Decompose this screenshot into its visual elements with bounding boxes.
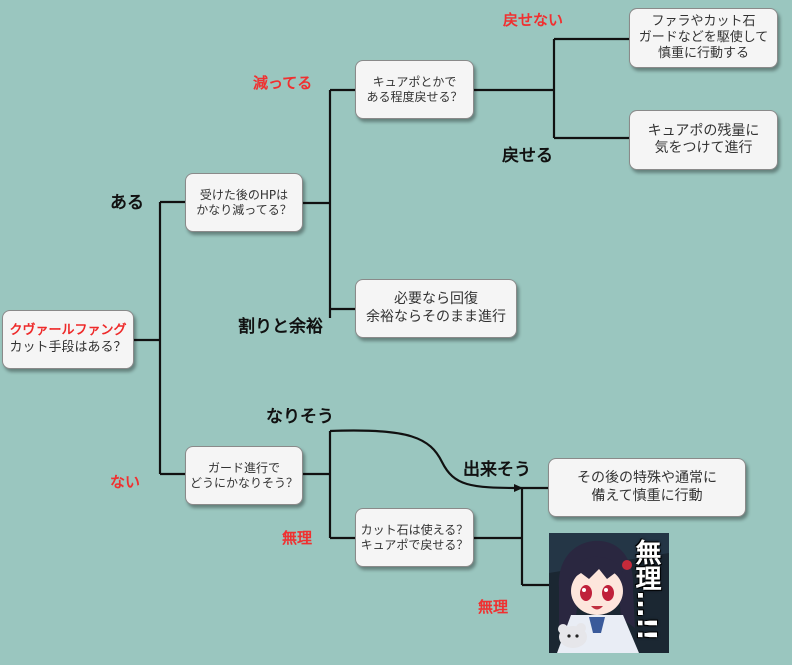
root-question-title: クヴァールファング <box>9 323 127 339</box>
label-nai: ない <box>110 473 141 491</box>
label-modoseru: 戻せる <box>502 146 553 166</box>
cut-stone-question-line1: カット石は使える？ <box>360 522 469 537</box>
cure-question-line2: ある程度戻せる？ <box>366 89 463 104</box>
guard-question-line1: ガード進行で <box>207 460 280 475</box>
cut-stone-question-node: カット石は使える？ キュアポで戻せる？ <box>355 508 474 567</box>
hp-question-line2: かなり減ってる？ <box>196 202 292 217</box>
label-modosenai: 戻せない <box>503 11 564 29</box>
character-drawing <box>549 533 669 653</box>
farah-action-line2: ガードなどを駆使して <box>638 29 769 45</box>
recover-action-node: 必要なら回復 余裕ならそのまま進行 <box>355 279 517 338</box>
character-illustration: 無理…!! <box>549 533 669 653</box>
root-question-text: カット手段はある？ <box>9 339 127 355</box>
hp-question-node: 受けた後のHPは かなり減ってる？ <box>185 173 303 232</box>
label-muri-cut-stone: 無理 <box>478 598 509 616</box>
farah-action-line1: ファラやカット石 <box>651 13 756 29</box>
cure-remain-action-node: キュアポの残量に 気をつけて進行 <box>629 110 778 170</box>
label-aru: ある <box>110 193 144 213</box>
guard-question-node: ガード進行で どうにかなりそう？ <box>185 446 303 505</box>
guard-question-line2: どうにかなりそう？ <box>189 475 298 490</box>
cure-question-node: キュアポとかで ある程度戻せる？ <box>355 60 474 119</box>
label-warito-yoyu: 割りと余裕 <box>238 317 323 337</box>
cut-stone-question-line2: キュアポで戻せる？ <box>360 537 469 552</box>
label-dekisou: 出来そう <box>463 460 531 480</box>
recover-action-line1: 必要なら回復 <box>394 291 478 307</box>
cure-remain-line1: キュアポの残量に <box>647 122 760 139</box>
label-hetteru: 減ってる <box>253 74 313 92</box>
label-narisou: なりそう <box>266 407 334 427</box>
cure-question-line1: キュアポとかで <box>372 74 457 89</box>
label-muri-guard: 無理 <box>282 529 313 547</box>
hp-question-line1: 受けた後のHPは <box>199 187 289 202</box>
root-question-node: クヴァールファング カット手段はある？ <box>2 310 134 369</box>
illustration-caption: 無理…!! <box>631 539 661 641</box>
careful-action-line2: 備えて慎重に行動 <box>591 487 703 504</box>
recover-action-line2: 余裕ならそのまま進行 <box>366 308 506 325</box>
farah-action-line3: 慎重に行動する <box>657 46 749 62</box>
cure-remain-line2: 気をつけて進行 <box>654 140 753 156</box>
farah-action-node: ファラやカット石 ガードなどを駆使して 慎重に行動する <box>629 8 778 68</box>
careful-action-line1: その後の特殊や通常に <box>577 470 717 486</box>
careful-action-node: その後の特殊や通常に 備えて慎重に行動 <box>548 458 746 517</box>
